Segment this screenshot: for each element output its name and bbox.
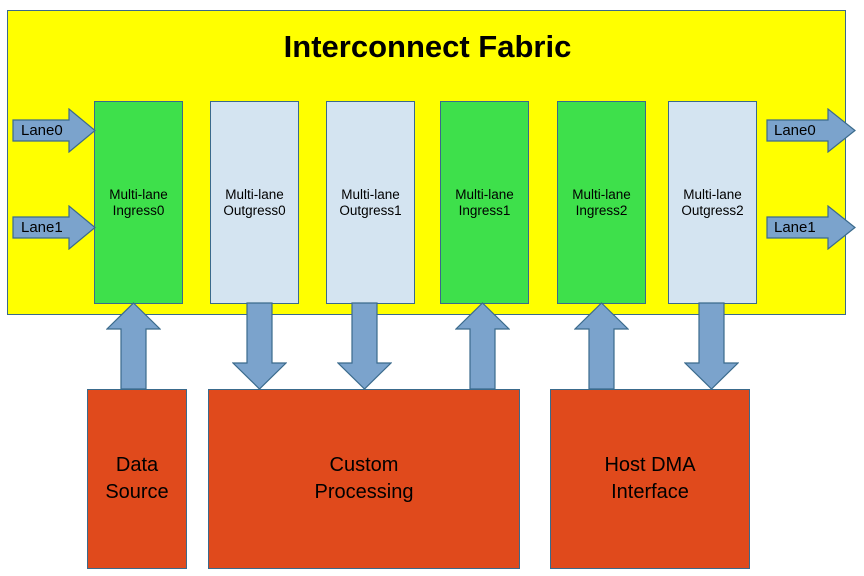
output-lane1-arrow: Lane1 [766, 205, 856, 250]
port-box-ingress2[interactable]: Multi-lane Ingress2 [557, 101, 646, 304]
output-lane1-label: Lane1 [774, 219, 816, 236]
block-data-source[interactable]: Data Source [87, 389, 187, 569]
input-lane1-label: Lane1 [21, 219, 63, 236]
output-lane0-arrow: Lane0 [766, 108, 856, 153]
port-label-outgress2: Multi-lane Outgress2 [681, 186, 744, 218]
connector-arrow-up-ingress1 [455, 302, 510, 390]
port-box-outgress2[interactable]: Multi-lane Outgress2 [668, 101, 757, 304]
connector-arrow-down-outgress2 [684, 302, 739, 390]
port-label-outgress0: Multi-lane Outgress0 [223, 186, 286, 218]
input-lane1-arrow: Lane1 [12, 205, 96, 250]
input-lane0-label: Lane0 [21, 122, 63, 139]
port-label-ingress0: Multi-lane Ingress0 [109, 186, 168, 218]
block-custom-processing[interactable]: Custom Processing [208, 389, 520, 569]
port-box-ingress1[interactable]: Multi-lane Ingress1 [440, 101, 529, 304]
port-box-outgress1[interactable]: Multi-lane Outgress1 [326, 101, 415, 304]
port-label-ingress1: Multi-lane Ingress1 [455, 186, 514, 218]
port-label-ingress2: Multi-lane Ingress2 [572, 186, 631, 218]
block-label-custom-processing: Custom Processing [314, 454, 414, 503]
block-host-dma-interface[interactable]: Host DMA Interface [550, 389, 750, 569]
input-lane0-arrow: Lane0 [12, 108, 96, 153]
connector-arrow-down-outgress0 [232, 302, 287, 390]
port-box-outgress0[interactable]: Multi-lane Outgress0 [210, 101, 299, 304]
port-box-ingress0[interactable]: Multi-lane Ingress0 [94, 101, 183, 304]
output-lane0-label: Lane0 [774, 122, 816, 139]
connector-arrow-up-ingress0 [106, 302, 161, 390]
fabric-title: Interconnect Fabric [283, 29, 572, 64]
connector-arrow-up-ingress2 [574, 302, 629, 390]
connector-arrow-down-outgress1 [337, 302, 392, 390]
block-label-host-dma-interface: Host DMA Interface [604, 454, 696, 503]
port-label-outgress1: Multi-lane Outgress1 [339, 186, 402, 218]
block-label-data-source: Data Source [105, 454, 169, 503]
interconnect-fabric-container: Interconnect Fabric Multi-lane Ingress0 … [7, 10, 846, 315]
